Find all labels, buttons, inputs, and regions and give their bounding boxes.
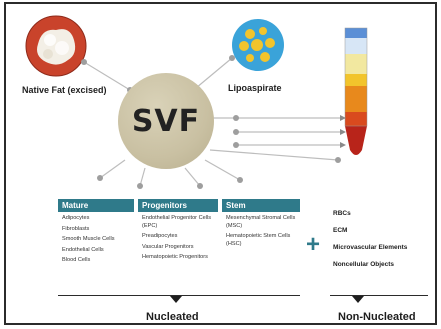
column-body-stem: Mesenchymal Stromal Cells (MSC) Hematopo… bbox=[226, 215, 300, 251]
list-item: Blood Cells bbox=[62, 257, 91, 264]
list-item: Fibroblasts bbox=[62, 225, 90, 232]
list-item: Vascular Progenitors bbox=[142, 243, 194, 250]
list-item: ECM bbox=[333, 227, 348, 234]
list-item: Endothelial Progenitor Cells (EPC) bbox=[142, 215, 212, 229]
list-item: Hematopoietic Stem Cells (HSC) bbox=[226, 233, 291, 247]
svf-node: SVF bbox=[118, 73, 214, 169]
list-item: Adipocytes bbox=[62, 215, 90, 221]
column-body-progenitors: Endothelial Progenitor Cells (EPC) Pread… bbox=[142, 215, 218, 265]
plus-icon: + bbox=[306, 231, 321, 258]
non-nucleated-list: RBCs ECM Microvascular Elements Noncellu… bbox=[333, 210, 407, 278]
connector-lines bbox=[83, 57, 340, 187]
lipoaspirate-icon bbox=[232, 19, 284, 71]
nucleated-bracket-line bbox=[58, 295, 300, 296]
native-fat-icon bbox=[25, 15, 87, 77]
svf-label: SVF bbox=[131, 103, 201, 139]
list-item: Hematopoietic Progenitors bbox=[142, 254, 208, 261]
column-body-mature: Adipocytes Fibroblasts Smooth Muscle Cel… bbox=[62, 215, 134, 268]
lipoaspirate-label: Lipoaspirate bbox=[228, 83, 282, 93]
native-fat-label: Native Fat (excised) bbox=[22, 85, 107, 95]
list-item: Mesenchymal Stromal Cells (MSC) bbox=[226, 215, 296, 229]
footer-brackets bbox=[170, 296, 364, 303]
list-item: Smooth Muscle Cells bbox=[62, 236, 115, 243]
centrifuge-tube-icon bbox=[344, 27, 368, 155]
list-item: Microvascular Elements bbox=[333, 244, 408, 251]
column-header-mature: Mature bbox=[58, 199, 134, 212]
list-item: Noncellular Objects bbox=[333, 261, 395, 268]
non-nucleated-label: Non-Nucleated bbox=[338, 311, 416, 323]
column-header-progenitors: Progenitors bbox=[138, 199, 218, 212]
non-nucleated-bracket-line bbox=[330, 295, 428, 296]
list-item: Preadipocytes bbox=[142, 233, 178, 240]
list-item: Endothelial Cells bbox=[62, 246, 104, 253]
connector-nodes bbox=[81, 55, 341, 189]
column-header-stem: Stem bbox=[222, 199, 300, 212]
arrowheads bbox=[340, 115, 346, 148]
nucleated-label: Nucleated bbox=[146, 311, 199, 323]
list-item: RBCs bbox=[333, 210, 351, 217]
